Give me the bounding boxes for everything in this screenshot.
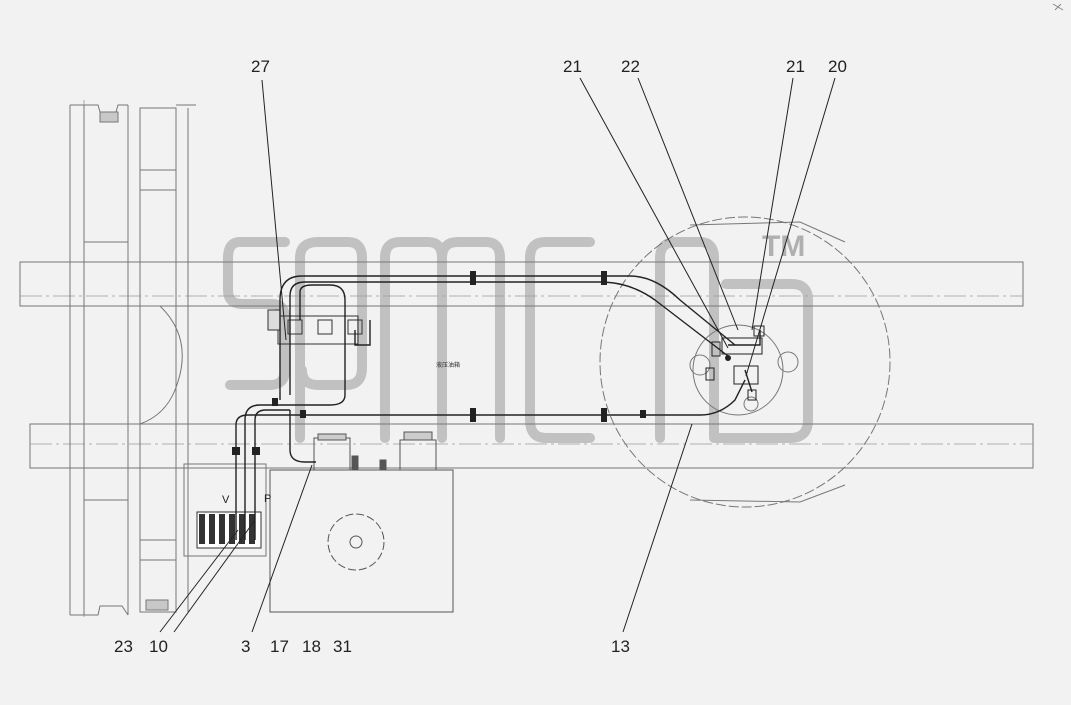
manifold-assembly — [267, 309, 363, 345]
corner-mark — [1052, 3, 1064, 11]
callout-22: 22 — [621, 57, 640, 76]
callout-20: 20 — [828, 57, 847, 76]
rear-axle-arc — [139, 305, 183, 425]
chassis-frame — [19, 261, 1034, 469]
callout-21-left: 21 — [563, 57, 582, 76]
turntable — [599, 216, 891, 508]
rotary-joint — [705, 325, 765, 401]
callout-18: 18 — [302, 637, 321, 656]
upper-frame-rail — [19, 261, 1024, 307]
callout-3: 3 — [241, 637, 250, 656]
control-valve: V P — [183, 463, 271, 557]
callout-21-right: 21 — [786, 57, 805, 76]
callout-23: 23 — [114, 637, 133, 656]
lower-frame-rail — [29, 423, 1034, 469]
trademark-mark: TM — [762, 230, 805, 263]
callout-10: 10 — [149, 637, 168, 656]
callout-27: 27 — [251, 57, 270, 76]
callout-labels: 27 21 22 21 20 23 10 3 17 18 31 13 — [114, 57, 847, 656]
port-label-p: P — [264, 493, 271, 505]
callout-13: 13 — [611, 637, 630, 656]
hydraulic-tank — [269, 431, 454, 613]
watermark-logo: TM — [223, 230, 813, 443]
component-label: 液压油箱 — [436, 361, 460, 369]
port-label-v: V — [222, 494, 230, 506]
pipe-clamps — [232, 271, 646, 455]
callout-31: 31 — [333, 637, 352, 656]
left-crossmember — [69, 104, 196, 616]
leader-lines — [159, 77, 836, 633]
callout-17: 17 — [270, 637, 289, 656]
